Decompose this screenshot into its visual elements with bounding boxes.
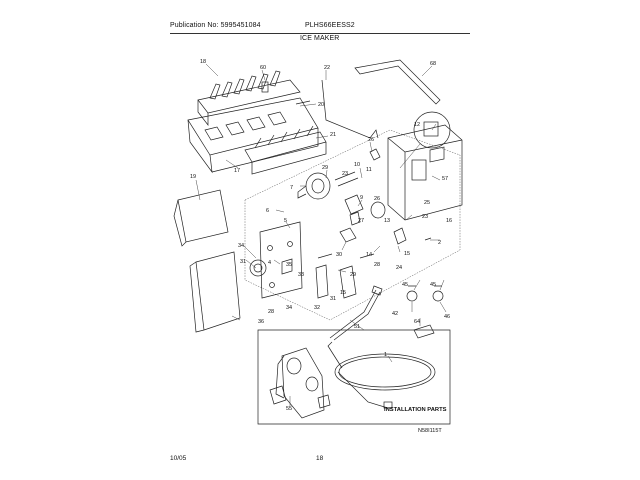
callout-32: 32 <box>314 305 320 311</box>
control-housing <box>387 124 463 221</box>
callout-20: 20 <box>318 102 324 108</box>
callout-25: 25 <box>424 200 430 206</box>
callout-55: 55 <box>286 406 292 412</box>
callout-19: 19 <box>190 174 196 180</box>
front-cover <box>195 251 241 331</box>
model-number: PLHS66EESS2 <box>305 22 355 29</box>
callout-29b: 29 <box>350 272 356 278</box>
callout-16: 16 <box>446 218 452 224</box>
callout-46: 46 <box>444 314 450 320</box>
callout-33: 33 <box>298 272 304 278</box>
ice-mold-assembly <box>187 70 327 175</box>
callout-31: 31 <box>240 259 246 265</box>
mounting-bracket <box>354 59 441 105</box>
diagram-code: N58I115T <box>418 428 442 434</box>
callout-34b: 34 <box>286 305 292 311</box>
shutoff-arm <box>321 79 379 139</box>
callout-35: 35 <box>286 262 292 268</box>
water-valve <box>269 347 331 419</box>
callout-14: 14 <box>366 252 372 258</box>
callout-1: 1 <box>384 352 387 358</box>
cover-plate <box>177 189 229 243</box>
callout-51: 51 <box>354 324 360 330</box>
callout-5: 5 <box>284 218 287 224</box>
callout-68: 68 <box>430 61 436 67</box>
callout-9: 9 <box>360 195 363 201</box>
callout-36: 36 <box>258 319 264 325</box>
leader-lines <box>195 63 447 406</box>
housing-outline <box>244 129 461 321</box>
callout-45b: 45 <box>430 282 436 288</box>
callout-7: 7 <box>290 185 293 191</box>
callout-30: 30 <box>336 252 342 258</box>
callout-26b: 26 <box>374 196 380 202</box>
callout-21: 21 <box>330 132 336 138</box>
callout-34: 34 <box>238 243 244 249</box>
callout-17: 17 <box>234 168 240 174</box>
installation-parts-label: INSTALLATION PARTS <box>384 407 447 413</box>
callout-11: 11 <box>366 167 372 173</box>
fill-tube <box>329 289 381 341</box>
footer-page-number: 18 <box>316 455 324 462</box>
section-title: ICE MAKER <box>300 35 340 42</box>
callout-13: 13 <box>384 218 390 224</box>
callout-18: 18 <box>200 59 206 65</box>
header-rule <box>170 33 470 34</box>
callout-31b: 31 <box>330 296 336 302</box>
callout-23: 23 <box>342 171 348 177</box>
callout-26: 26 <box>368 137 374 143</box>
callout-4: 4 <box>268 260 271 266</box>
drive-motor <box>305 172 331 200</box>
callout-64: 64 <box>414 319 420 325</box>
callout-29: 29 <box>322 165 328 171</box>
callout-42: 42 <box>392 311 398 317</box>
detail-zoom-circle <box>413 111 451 149</box>
drive-gear <box>249 259 267 277</box>
callout-12: 12 <box>414 122 420 128</box>
callout-6: 6 <box>266 208 269 214</box>
callout-23b: 23 <box>422 214 428 220</box>
footer-date: 10/05 <box>170 455 187 462</box>
mounting-plate <box>259 221 303 299</box>
callout-28: 28 <box>374 262 380 268</box>
callout-15b: 15 <box>340 290 346 296</box>
callout-27: 27 <box>358 218 364 224</box>
publication-number: Publication No: 5995451084 <box>170 22 261 29</box>
callout-45a: 45 <box>402 282 408 288</box>
callout-15: 15 <box>404 251 410 257</box>
callout-60: 60 <box>260 65 266 71</box>
callout-24: 24 <box>396 265 402 271</box>
installation-parts-box <box>257 329 451 425</box>
callout-28b: 28 <box>268 309 274 315</box>
callout-10: 10 <box>354 162 360 168</box>
callout-57: 57 <box>442 176 448 182</box>
callout-2: 2 <box>438 240 441 246</box>
callout-22: 22 <box>324 65 330 71</box>
